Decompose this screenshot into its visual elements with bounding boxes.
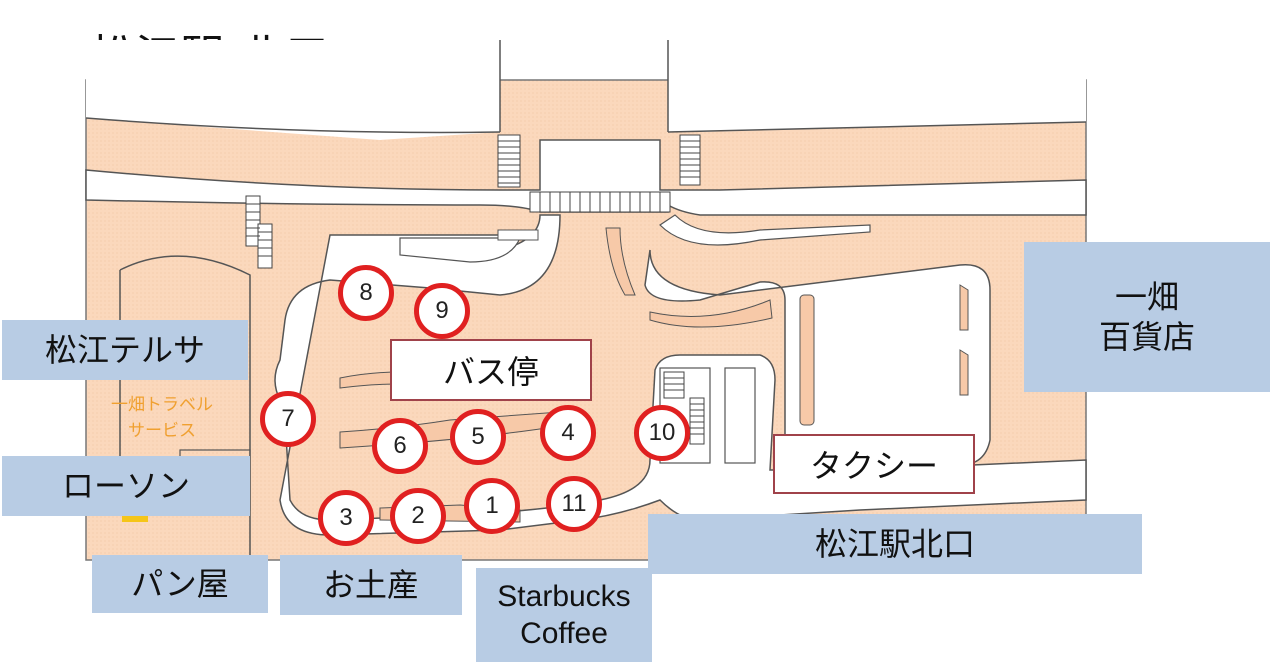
starbucks-label: Starbucks Coffee — [476, 568, 652, 662]
souvenir-label: お土産 — [280, 555, 462, 615]
bus-stop-4[interactable]: 4 — [540, 405, 596, 461]
bus-stop-8[interactable]: 8 — [338, 265, 394, 321]
bus-stop-7[interactable]: 7 — [260, 391, 316, 447]
bus-stop-6[interactable]: 6 — [372, 418, 428, 474]
ichibata-label: 一畑 百貨店 — [1024, 242, 1270, 392]
stairs-right — [679, 134, 701, 186]
bus-stop-3[interactable]: 3 — [318, 490, 374, 546]
taxi-label: タクシー — [773, 434, 975, 494]
stairs-left — [497, 134, 521, 188]
station-north-label: 松江駅北口 — [648, 514, 1142, 574]
bus-stop-11[interactable]: 11 — [546, 476, 602, 532]
bakery-label: パン屋 — [92, 555, 268, 613]
lawson-label: ローソン — [2, 456, 250, 516]
stairs-bridge — [529, 191, 671, 213]
bus-stop-2[interactable]: 2 — [390, 488, 446, 544]
bus-stop-1[interactable]: 1 — [464, 478, 520, 534]
bus-stop-10[interactable]: 10 — [634, 405, 690, 461]
upper-walkway-left — [86, 40, 500, 140]
terrsa-label: 松江テルサ — [2, 320, 248, 380]
bus-stop-9[interactable]: 9 — [414, 283, 470, 339]
bus-stop-label: バス停 — [390, 339, 592, 401]
road-band — [85, 139, 1087, 216]
stairs-far-left — [245, 195, 273, 269]
travel-service-label: 一畑トラベル サービス — [111, 395, 213, 441]
bus-stop-5[interactable]: 5 — [450, 409, 506, 465]
upper-walkway-right — [668, 40, 1086, 132]
